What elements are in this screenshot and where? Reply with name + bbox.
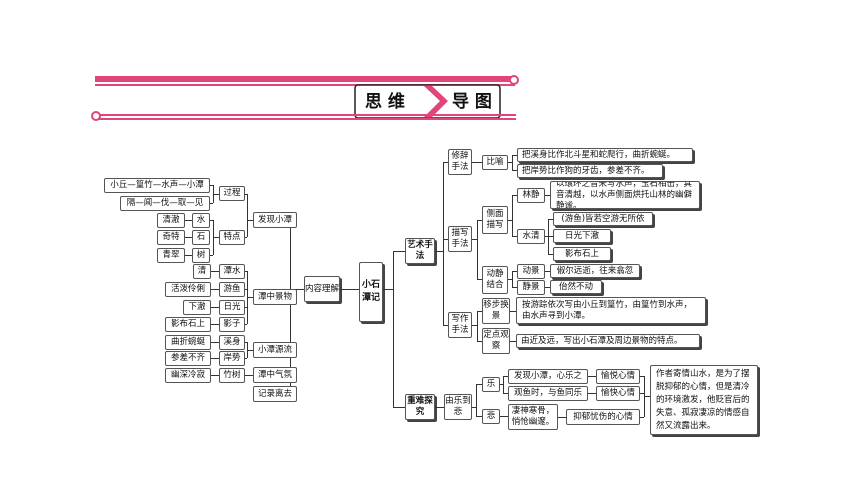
source-adj-1: 曲折蜿蜒 — [165, 335, 211, 350]
forest-text: 以環环之音来写水声，玉石相击，其音清越，以水声侧面烘托山林的幽僻静谧。 — [550, 181, 700, 209]
joy-feeling-2: 愉快心情 — [596, 386, 640, 401]
node-static: 静景 — [517, 280, 545, 295]
feature-adj-3: 青翠 — [157, 248, 185, 263]
node-source: 小潭源流 — [253, 342, 297, 358]
water-item-2: 日光下澈 — [553, 229, 611, 243]
branch-art: 艺术手法 — [405, 238, 435, 264]
water-item-1: (游鱼)皆若空游无所依 — [553, 212, 653, 226]
node-fixed: 定点观察 — [482, 328, 510, 354]
scenery-adj-2: 活泼伶俐 — [165, 282, 211, 297]
scenery-noun-2: 游鱼 — [219, 282, 245, 297]
process-item-2: 隔—闻—伐—取—见 — [120, 196, 210, 211]
node-discover: 发现小潭 — [253, 212, 297, 228]
dynamic-text: 俶尔远逝，往来翕忽 — [550, 264, 640, 278]
process-item-1: 小丘—篁竹—水声—小潭 — [104, 178, 210, 193]
atmosphere-adj: 幽深冷寂 — [165, 368, 211, 383]
node-writing: 写作手法 — [448, 312, 472, 338]
metaphor-item-1: 把溪身比作北斗星和蛇爬行，曲折蜿蜒。 — [517, 148, 693, 162]
banner-decoration — [91, 75, 519, 121]
scenery-adj-4: 影布石上 — [165, 317, 211, 332]
sorrow-text: 凄神寒骨，悄怆幽邃。 — [508, 404, 558, 430]
center-title: 小石潭记 — [359, 262, 383, 322]
fixed-text: 由近及远，写出小石潭及周边景物的特点。 — [516, 334, 700, 348]
node-sorrow: 悲 — [482, 409, 500, 424]
moving-text: 按游踪依次写由小丘到篁竹，由篁竹到水声，由水声寻到小潭。 — [516, 297, 706, 324]
water-item-3: 影布石上 — [553, 247, 611, 261]
atmosphere-noun: 竹树 — [219, 368, 245, 383]
scenery-noun-1: 潭水 — [219, 264, 245, 279]
node-rhetoric: 修辞手法 — [448, 149, 472, 175]
feature-adj-1: 清澈 — [157, 213, 185, 228]
node-forest: 林静 — [517, 188, 545, 203]
banner-title-right: 导 图 — [452, 92, 492, 112]
node-atmosphere: 潭中气氛 — [253, 367, 297, 383]
node-joy-sorrow: 由乐到悲 — [444, 394, 472, 420]
scenery-adj-1: 清 — [193, 264, 211, 279]
node-moving: 移步换景 — [482, 298, 510, 324]
node-scenery: 潭中景物 — [253, 289, 297, 305]
node-leave: 记录离去 — [253, 386, 297, 402]
scenery-noun-4: 影子 — [219, 317, 245, 332]
joy-item-1: 发现小潭，心乐之 — [508, 369, 588, 384]
node-joy: 乐 — [482, 377, 500, 392]
joy-feeling-1: 愉悦心情 — [596, 369, 640, 384]
node-side: 侧面描写 — [482, 206, 508, 234]
banner-title-left: 思 维 — [365, 92, 405, 112]
feature-noun-1: 水 — [192, 213, 210, 228]
scenery-noun-3: 日光 — [219, 300, 245, 315]
node-water: 水清 — [517, 229, 545, 244]
scenery-adj-3: 下澈 — [183, 300, 211, 315]
summary-text: 作者寄情山水，是为了摆脱抑郁的心情，但是清冷的环境激发，他贬官后的失意、孤寂凄凉… — [650, 365, 758, 435]
metaphor-item-2: 把岸势比作狗的牙齿，参差不齐。 — [517, 164, 663, 178]
node-process: 过程 — [219, 186, 245, 201]
node-features: 特点 — [219, 230, 245, 245]
node-motion: 动静结合 — [482, 266, 508, 294]
branch-content: 内容理解 — [304, 276, 340, 302]
static-text: 佁然不动 — [550, 280, 602, 294]
source-noun-2: 岸势 — [219, 351, 245, 366]
node-metaphor: 比喻 — [482, 155, 508, 170]
branch-difficult: 重难探究 — [405, 394, 435, 420]
feature-noun-2: 石 — [192, 230, 210, 245]
feature-noun-3: 树 — [192, 248, 210, 263]
node-dynamic: 动景 — [517, 264, 545, 279]
node-description: 描写手法 — [448, 226, 472, 252]
joy-item-2: 观鱼时，与鱼同乐 — [508, 386, 588, 401]
source-noun-1: 溪身 — [219, 335, 245, 350]
sorrow-feeling: 抑郁忧伤的心情 — [566, 409, 640, 425]
source-adj-2: 参差不齐 — [165, 351, 211, 366]
feature-adj-2: 奇特 — [157, 230, 185, 245]
